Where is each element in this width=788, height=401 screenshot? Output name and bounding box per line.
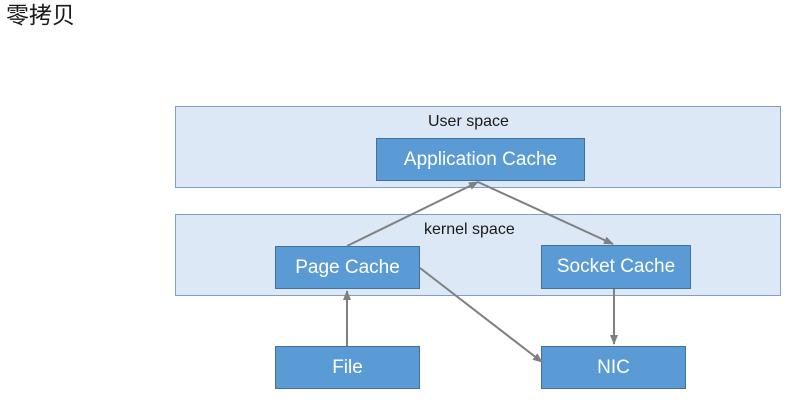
application-cache-node: Application Cache bbox=[376, 138, 585, 181]
nic-node: NIC bbox=[541, 346, 686, 389]
page-title: 零拷贝 bbox=[6, 3, 75, 29]
kernel-space-label: kernel space bbox=[424, 221, 515, 238]
page-cache-node: Page Cache bbox=[275, 246, 420, 289]
file-node: File bbox=[275, 346, 420, 389]
user-space-label: User space bbox=[428, 113, 509, 130]
socket-cache-node: Socket Cache bbox=[541, 245, 691, 289]
